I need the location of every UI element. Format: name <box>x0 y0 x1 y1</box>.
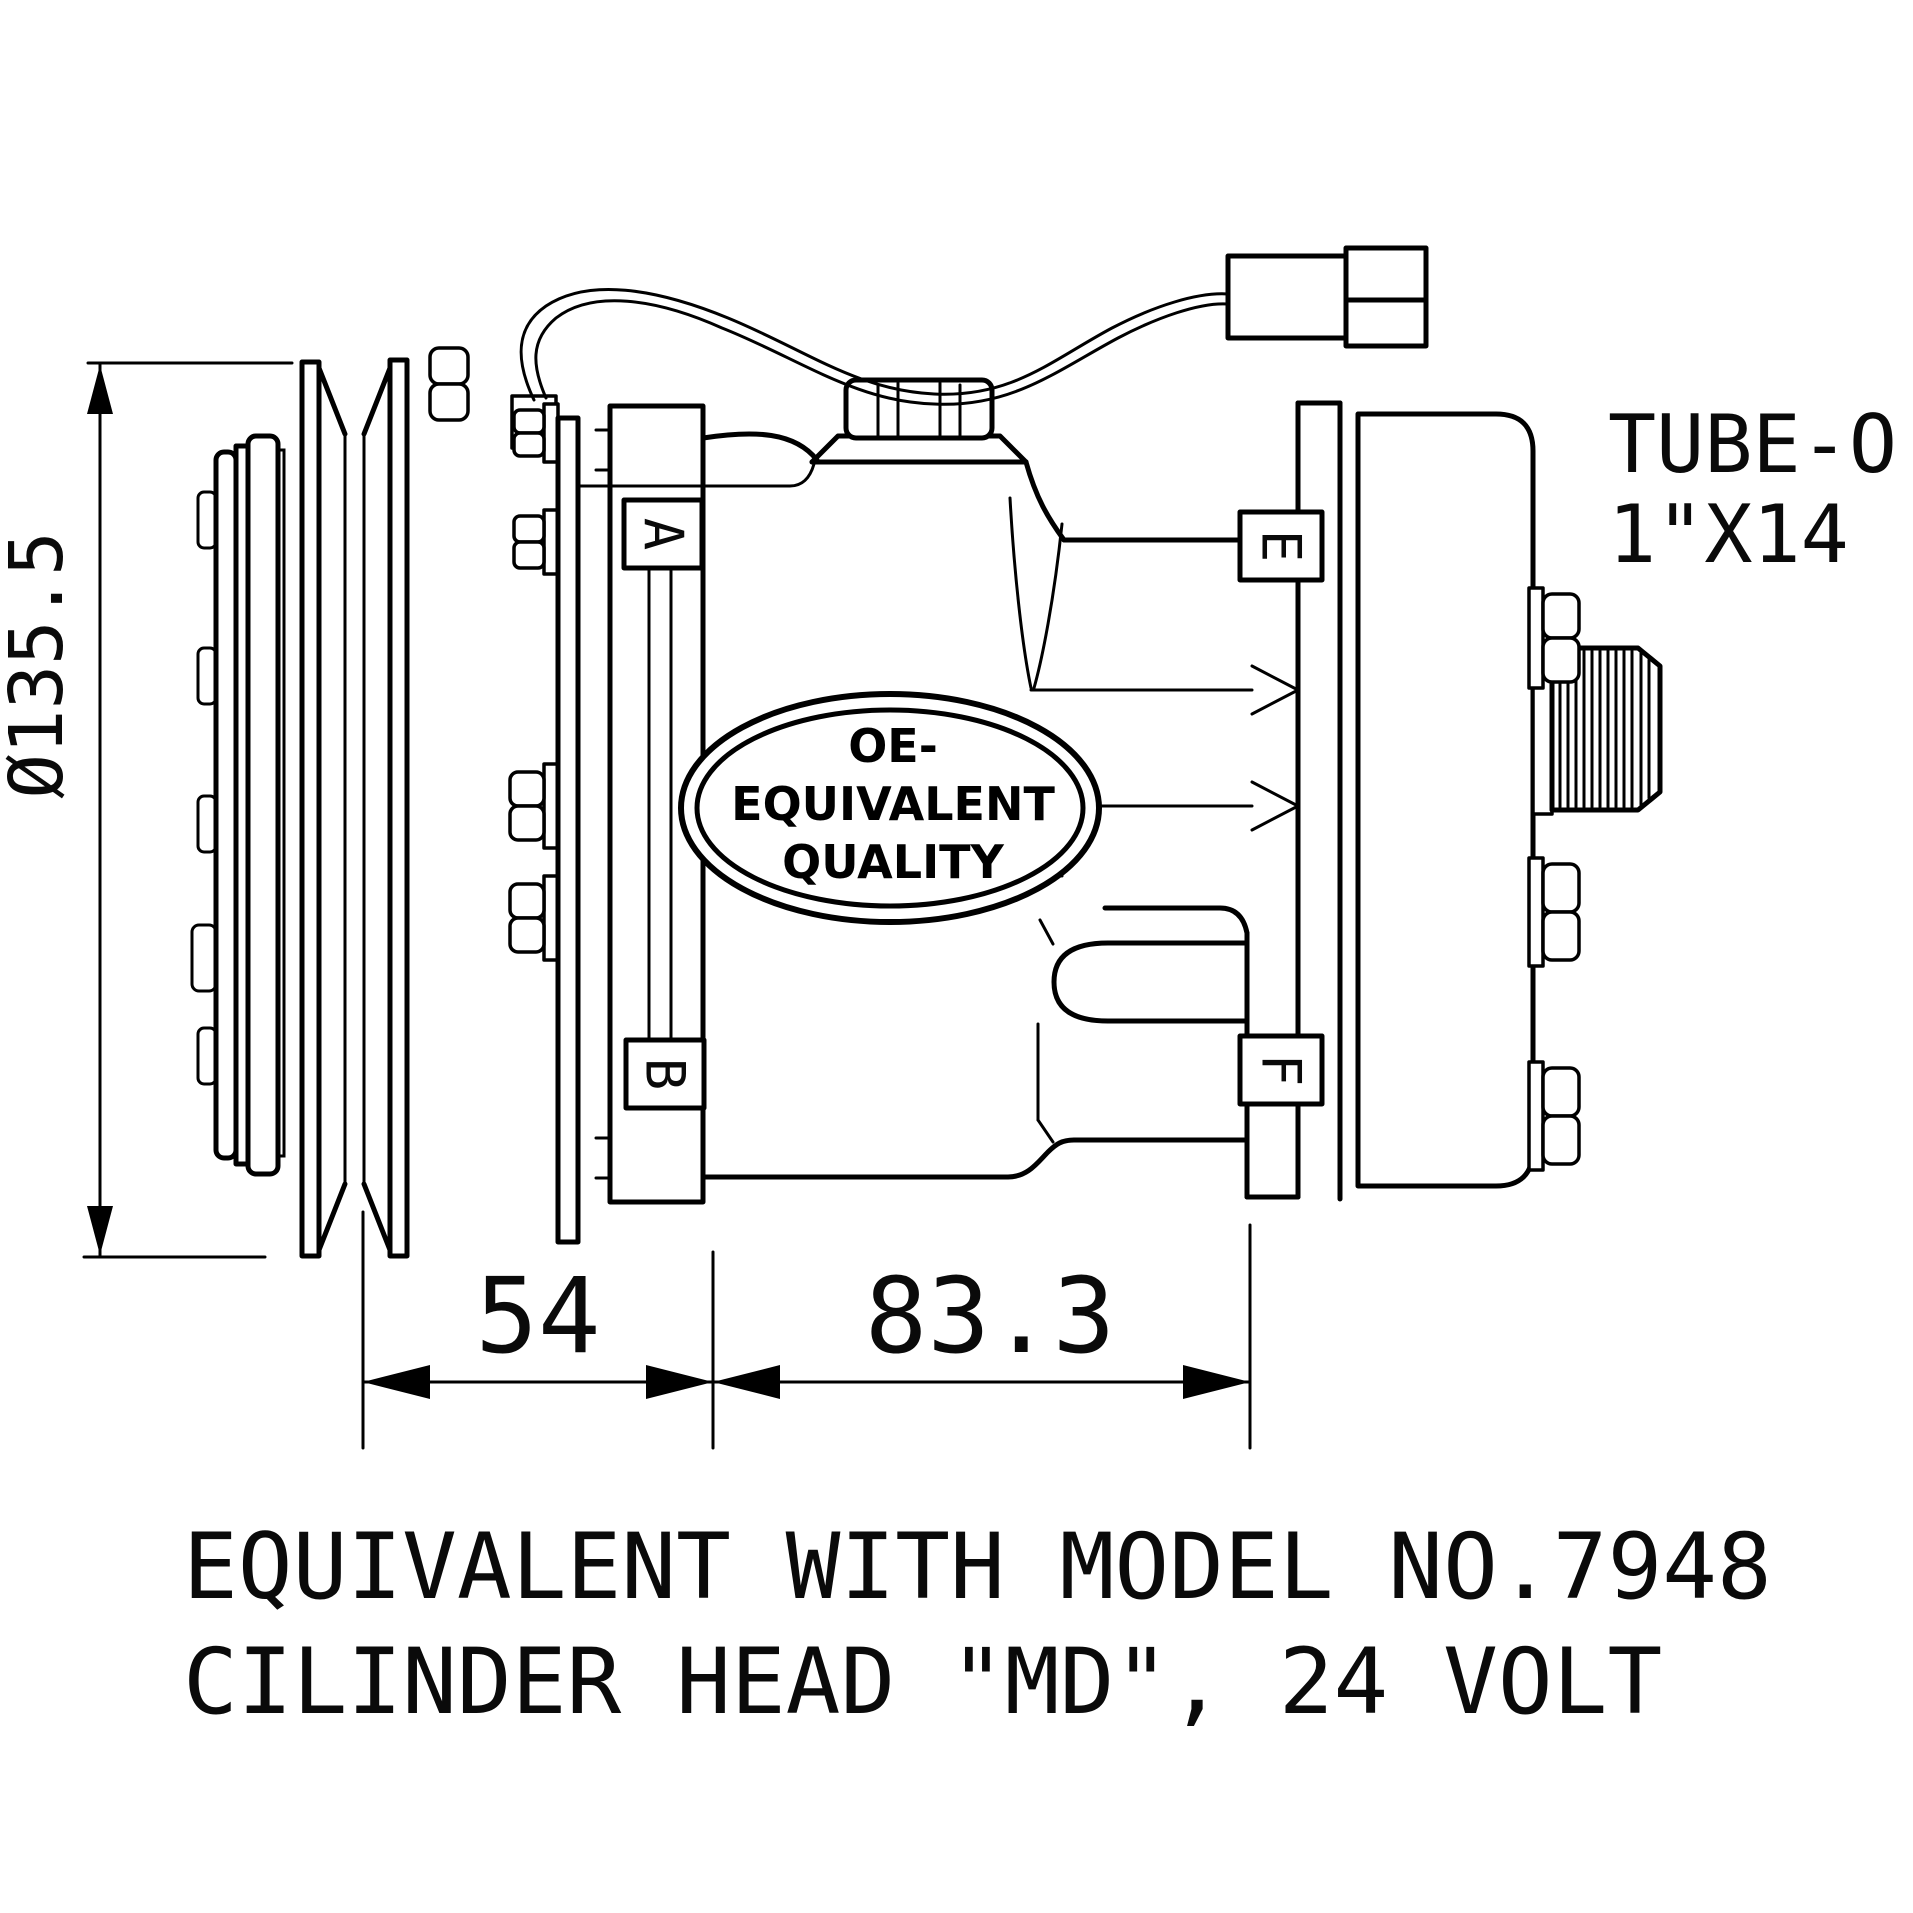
clutch-plate-outer <box>213 449 239 1161</box>
width-front-label: 54 <box>475 1255 600 1377</box>
v-groove-bottom-left <box>316 1181 348 1253</box>
stud-nut-facet <box>428 382 470 422</box>
wire-connector <box>1225 245 1429 349</box>
width-rear-label: 83.3 <box>865 1255 1115 1377</box>
upper-funnel-left <box>1008 496 1033 690</box>
bolt-hex-facet <box>1541 636 1581 684</box>
head-bolt-top <box>1527 586 1581 690</box>
arrowhead-down <box>87 1206 113 1255</box>
connector-plug <box>1343 245 1429 349</box>
connector-body <box>1225 253 1349 341</box>
footer-line-2: CILINDER HEAD "MD", 24 VOLT <box>183 1630 1662 1735</box>
rear-head <box>1355 411 1663 1189</box>
body-top-inner-line <box>576 462 816 488</box>
port-box <box>1237 1033 1325 1107</box>
footer-line-1: EQUIVALENT WITH MODEL NO.7948 <box>183 1515 1772 1620</box>
port-threads <box>1558 649 1651 809</box>
badge-line-3: QUALITY <box>782 835 1004 889</box>
clutch-tab <box>196 490 218 550</box>
port-letter-e: E <box>1250 530 1313 563</box>
bolt-washer <box>1527 586 1545 690</box>
top-hex-nut <box>843 377 995 441</box>
arrowhead-up <box>87 365 113 414</box>
clutch-tab <box>196 794 218 854</box>
front-fasteners <box>428 346 560 962</box>
body-top-right-slope <box>1023 459 1067 543</box>
wire-strand-upper <box>519 287 1230 402</box>
bolt-washer <box>1527 856 1545 968</box>
clutch-plates <box>190 433 286 1177</box>
bolt-hex-facet <box>508 882 546 920</box>
port-box <box>623 1037 707 1111</box>
clutch-plate-inner <box>245 433 281 1177</box>
threaded-port <box>1531 645 1663 816</box>
lower-passage-arrow <box>1250 780 1300 832</box>
v-groove-top-right <box>361 365 393 437</box>
badge-line-2: EQUIVALENT <box>731 777 1055 831</box>
port-label-a: A <box>621 497 705 571</box>
body-top-left-edge <box>700 431 820 463</box>
diameter-label: Ø135.5 <box>0 531 80 798</box>
arrowhead-left <box>363 1365 430 1399</box>
body-contour-mark <box>1038 918 1055 946</box>
dimension-widths: 54 83.3 <box>361 1210 1252 1450</box>
badge-line-1: OE- <box>848 719 938 773</box>
arrowhead-mid-left <box>713 1365 780 1399</box>
port-letter-a: A <box>632 518 695 551</box>
wire-strand-lower <box>534 299 1230 406</box>
head-bolt-bottom <box>1527 1060 1581 1172</box>
bolt-hex-facet <box>508 916 546 954</box>
port-neck <box>1531 674 1554 816</box>
bolt-hex-facet <box>512 431 546 458</box>
port-label-f: F <box>1237 1033 1325 1107</box>
pulley-front-flange <box>299 359 322 1259</box>
rear-head-casing <box>1355 411 1536 1189</box>
pulley <box>299 357 410 1259</box>
port-label-b: B <box>623 1037 707 1111</box>
upper-funnel-right <box>1032 522 1064 690</box>
bolt-hex-facet <box>512 540 546 570</box>
label-tube-o: TUBE-O <box>1608 398 1897 491</box>
boss-step-edge <box>1102 905 1250 936</box>
pulley-rear-flange <box>387 357 410 1259</box>
arrowhead-right <box>1183 1365 1250 1399</box>
arrowhead-mid-right <box>646 1365 713 1399</box>
clutch-tab <box>190 923 218 993</box>
bolt-hex-facet <box>1541 1066 1581 1118</box>
v-groove-top-left <box>316 365 348 437</box>
bolt-hex-facet <box>1541 592 1581 640</box>
port-letter-b: B <box>634 1058 697 1091</box>
bolt-hex-facet <box>508 770 546 808</box>
bolt-hex-facet <box>1541 910 1581 962</box>
oe-badge: OE- EQUIVALENT QUALITY <box>678 691 1102 925</box>
dimension-diameter: Ø135.5 <box>0 361 294 1259</box>
bolt-hex-facet <box>1541 1114 1581 1166</box>
port-box <box>621 497 705 571</box>
clutch-tab <box>196 646 218 706</box>
bolt-washer <box>1527 1060 1545 1172</box>
upper-passage-arrow <box>1250 664 1300 716</box>
bolt-hex-facet <box>512 514 546 544</box>
lower-port-capsule <box>1051 940 1250 1024</box>
v-groove-bottom-right <box>361 1181 393 1253</box>
badge-outer-ring <box>678 691 1102 925</box>
port-box <box>1237 509 1325 583</box>
bolt-hex-facet <box>512 408 546 435</box>
label-thread-size: 1"X14 <box>1608 488 1849 581</box>
badge-inner-ring <box>694 707 1086 909</box>
bolt-hex-facet <box>508 804 546 842</box>
stud-nut-facet <box>428 346 470 386</box>
clutch-tab <box>196 1026 218 1086</box>
body-contour-mark <box>1036 1118 1055 1144</box>
clutch-gap-line <box>276 448 286 1158</box>
head-bolt-middle <box>1527 856 1581 968</box>
bolt-hex-facet <box>1541 862 1581 914</box>
body-bottom-edge <box>700 1137 1250 1180</box>
port-letter-f: F <box>1250 1054 1313 1087</box>
front-plate <box>555 415 581 1245</box>
clutch-wire <box>519 245 1429 406</box>
port-label-e: E <box>1237 509 1325 583</box>
